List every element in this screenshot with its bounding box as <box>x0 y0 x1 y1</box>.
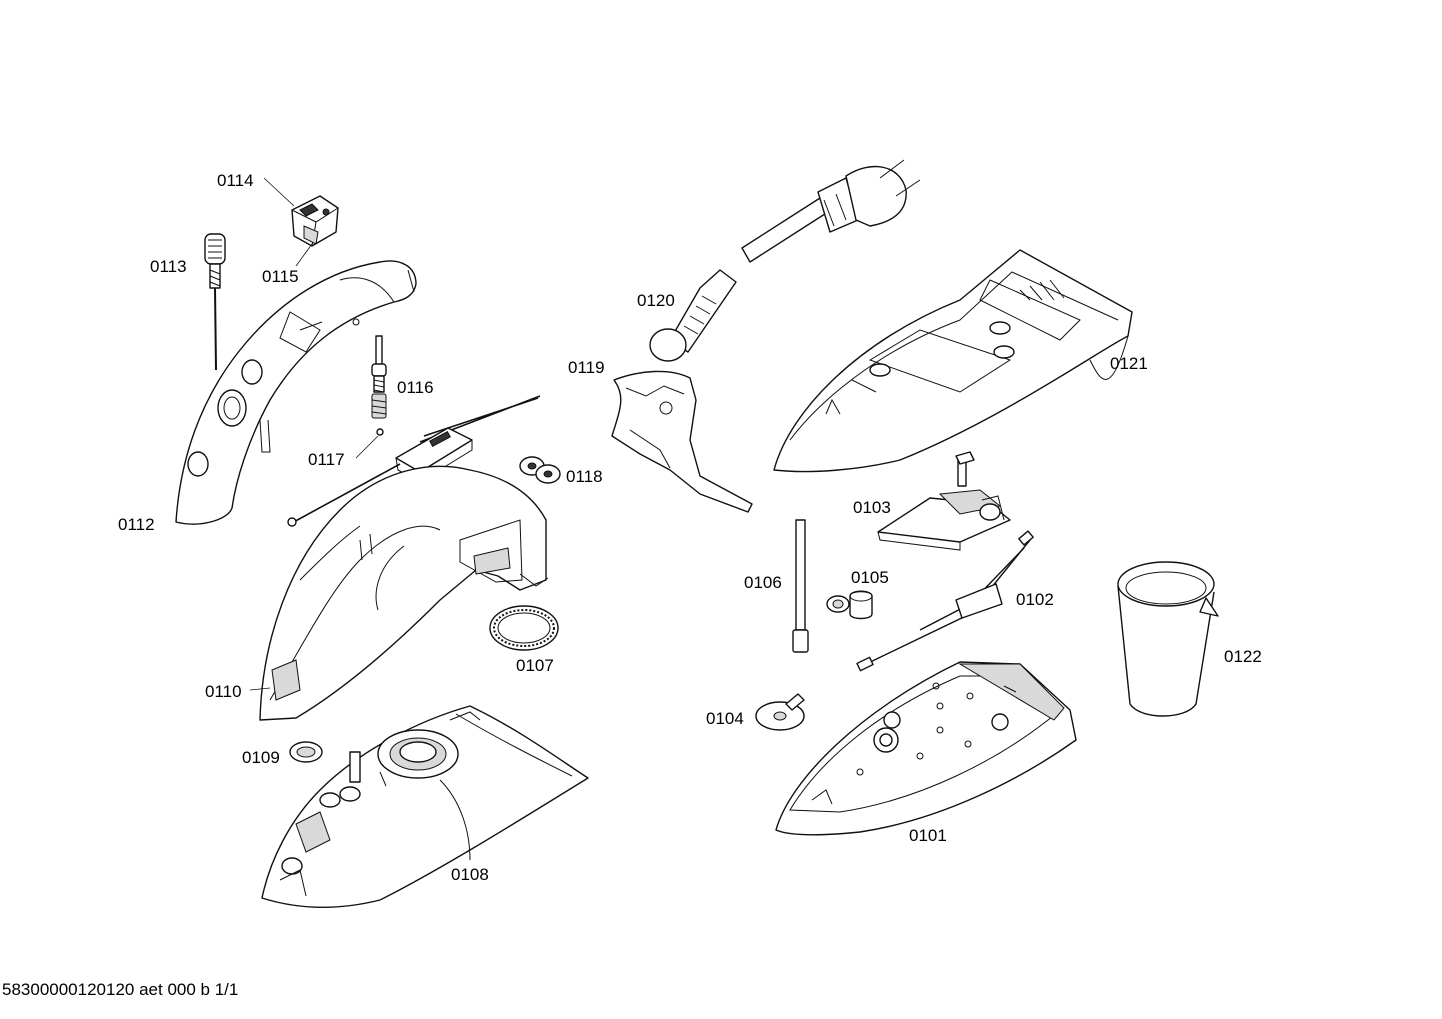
label-0112: 0112 <box>118 515 155 534</box>
part-power-plug <box>741 159 921 263</box>
part-harness-electronics <box>287 395 541 527</box>
label-0103: 0103 <box>853 498 891 517</box>
label-0117: 0117 <box>308 450 345 469</box>
part-0107-ring <box>489 605 559 651</box>
label-0110: 0110 <box>205 682 242 701</box>
part-0121-base-housing <box>773 249 1133 473</box>
label-0119: 0119 <box>568 358 605 377</box>
part-0117-ball <box>376 428 384 436</box>
label-0122: 0122 <box>1224 647 1262 666</box>
label-0107: 0107 <box>516 656 554 675</box>
part-0114-knob-block <box>291 195 339 247</box>
label-0105: 0105 <box>851 568 889 587</box>
label-0116: 0116 <box>397 378 434 397</box>
part-0120-cord-sleeve <box>649 269 737 362</box>
label-0101: 0101 <box>909 826 947 845</box>
label-0108: 0108 <box>451 865 489 884</box>
part-0113-pump-rod <box>204 233 226 371</box>
leader-0110 <box>249 687 271 691</box>
part-0108-tank-cover <box>261 705 589 908</box>
label-0102: 0102 <box>1016 590 1054 609</box>
label-0120: 0120 <box>637 291 675 310</box>
label-0114: 0114 <box>217 171 254 190</box>
part-0106-rod <box>792 519 809 653</box>
part-0110-upper-housing <box>259 465 549 721</box>
part-0112-handle-shell <box>175 260 417 525</box>
part-0116-steam-valve <box>371 335 387 419</box>
leader-0114 <box>263 177 295 207</box>
label-0104: 0104 <box>706 709 744 728</box>
label-0121: 0121 <box>1110 354 1148 373</box>
part-0122-measuring-cup <box>1117 561 1219 717</box>
part-0103-thermostat <box>877 451 1011 551</box>
label-0106: 0106 <box>744 573 782 592</box>
part-0118-clip <box>519 456 561 484</box>
part-0101-soleplate <box>775 661 1077 836</box>
part-0102-sensor-wire <box>856 530 1034 672</box>
leader-0117 <box>355 435 379 459</box>
part-0119-rear-cover <box>611 370 753 513</box>
part-0105-rings <box>826 590 873 620</box>
leader-0115 <box>295 243 313 267</box>
document-code: 58300000120120 aet 000 b 1/1 <box>2 980 239 999</box>
part-0104-disc <box>755 693 805 731</box>
label-0109: 0109 <box>242 748 280 767</box>
label-0113: 0113 <box>150 257 187 276</box>
part-0109-grommet <box>289 741 323 763</box>
label-0115: 0115 <box>262 267 299 286</box>
label-0118: 0118 <box>566 467 603 486</box>
